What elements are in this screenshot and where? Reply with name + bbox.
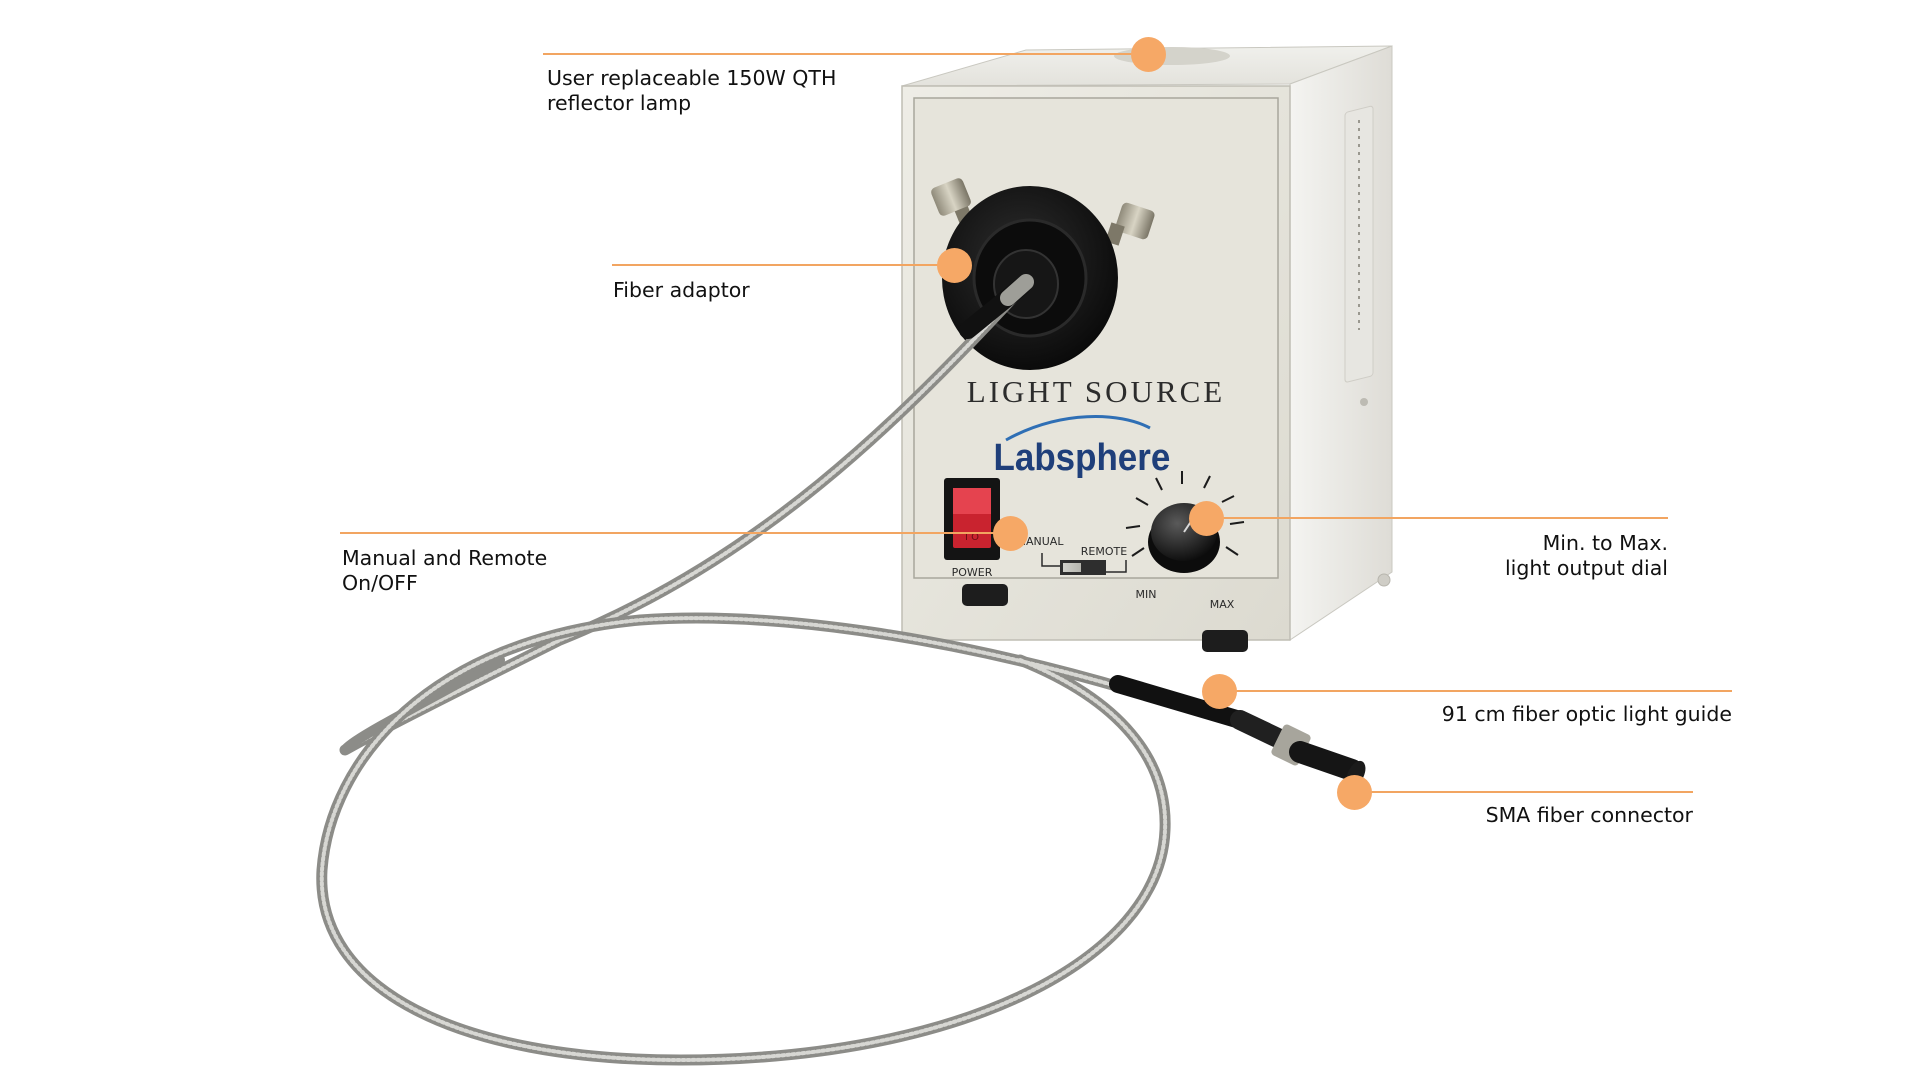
foot-left: [962, 584, 1008, 606]
sma-connector: [1109, 675, 1366, 788]
manual-remote-switch[interactable]: [1060, 560, 1106, 575]
fiber-optic-light-guide: [316, 274, 1171, 1066]
callout-marker: [1336, 774, 1372, 810]
callout-line: [1206, 517, 1668, 519]
callout-label-light-guide: 91 cm fiber optic light guide: [1441, 702, 1732, 726]
callout-line: [1219, 690, 1732, 692]
thumb-screw-left: [931, 178, 971, 216]
callout-label-lamp: User replaceable 150W QTH reflector lamp: [547, 66, 837, 115]
callout-label-output-dial: Min. to Max. light output dial: [1504, 531, 1668, 580]
callout-label-sma-connector: SMA fiber connector: [1485, 803, 1693, 827]
dial-max-label: MAX: [1210, 598, 1235, 611]
brand-swoosh: [1005, 415, 1151, 442]
brand-logo: Labsphere: [994, 436, 1171, 479]
power-label: POWER: [952, 566, 993, 579]
callout-line: [340, 532, 1010, 534]
callout-marker: [1201, 673, 1237, 709]
panel-title: LIGHT SOURCE: [967, 374, 1225, 409]
remote-label: REMOTE: [1081, 545, 1127, 558]
callout-marker: [936, 247, 972, 283]
callout-marker: [1188, 500, 1224, 536]
power-symbols: I O: [965, 532, 979, 543]
dial-min-label: MIN: [1136, 588, 1157, 601]
power-switch[interactable]: I O: [944, 478, 1000, 560]
callout-marker: [992, 515, 1028, 551]
thumb-screw-right: [1115, 202, 1155, 240]
manual-label: MANUAL: [1017, 535, 1065, 548]
foot-right: [1202, 630, 1248, 652]
output-dial-scale: [1125, 471, 1245, 557]
callout-label-fiber-adaptor: Fiber adaptor: [613, 278, 750, 302]
callout-line: [612, 264, 954, 266]
callout-line: [543, 53, 1148, 55]
callout-line: [1354, 791, 1693, 793]
callout-marker: [1130, 36, 1166, 72]
callout-label-power-switch: Manual and Remote On/OFF: [342, 546, 548, 595]
side-label-sticker: [1344, 105, 1374, 383]
